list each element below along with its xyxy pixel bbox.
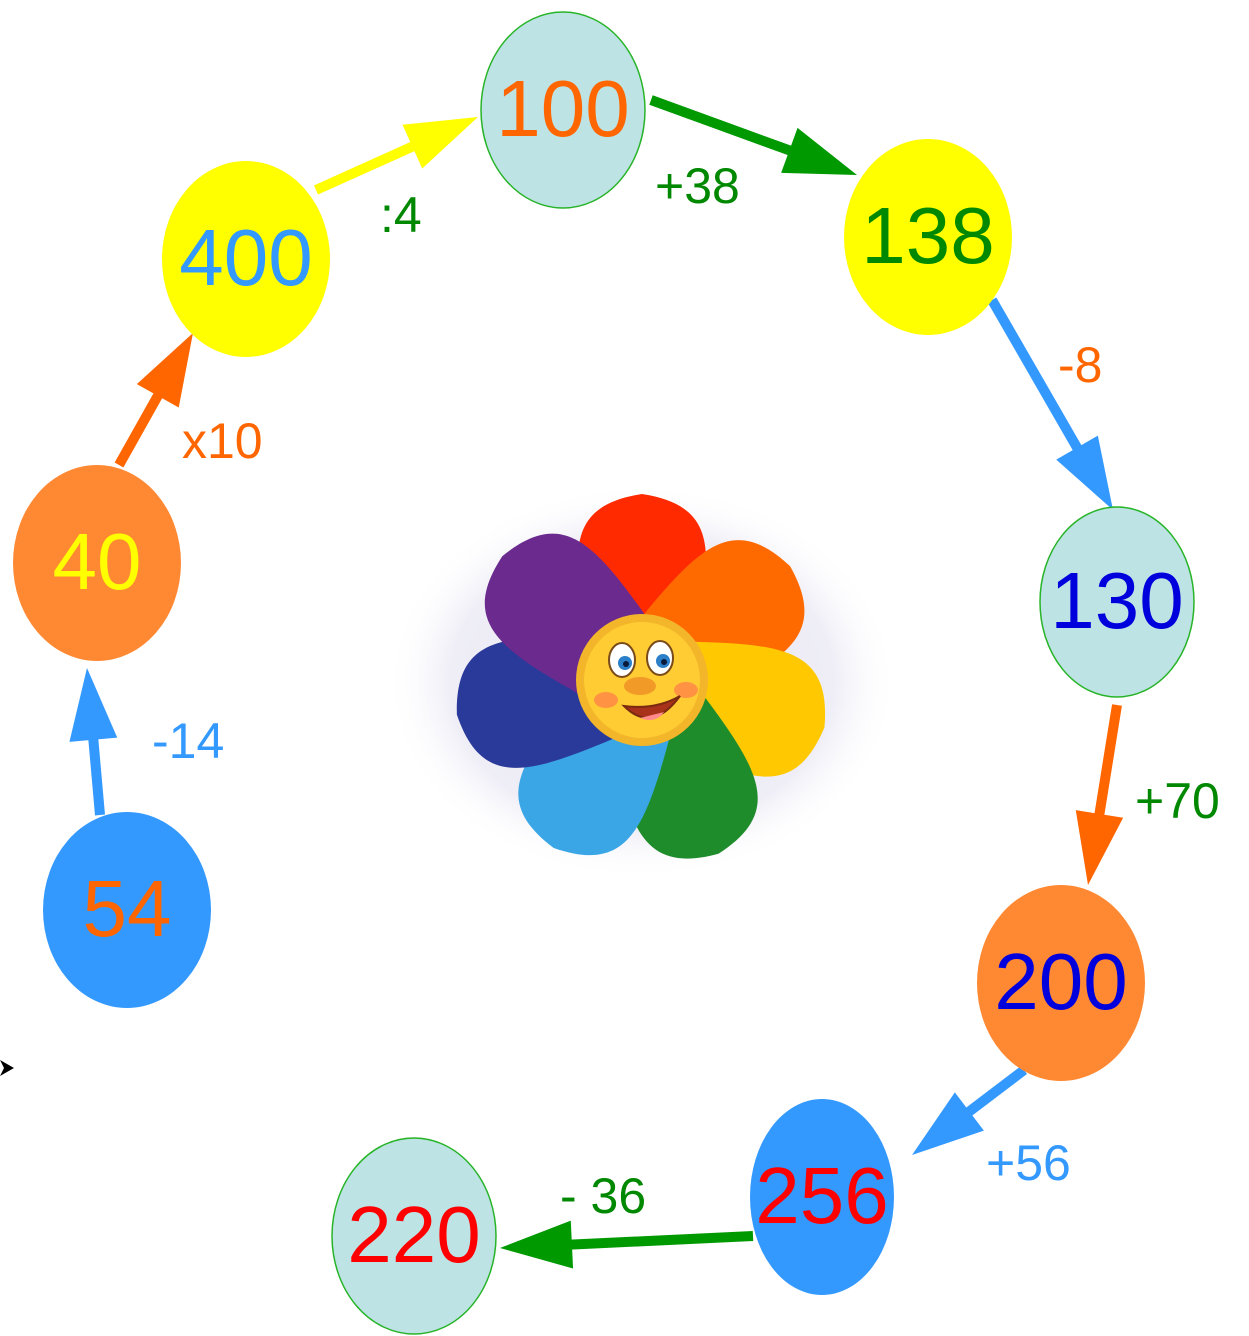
connector-arrow — [649, 95, 857, 175]
number-node-138: 138 — [844, 139, 1012, 335]
operation-label: +70 — [1135, 773, 1220, 829]
node-value: 130 — [1050, 556, 1183, 645]
node-value: 100 — [496, 64, 629, 153]
operation-label: +56 — [986, 1135, 1071, 1191]
smiling-flower-icon — [386, 484, 898, 880]
arrow-head — [402, 117, 478, 169]
operation-label: x10 — [182, 413, 263, 469]
node-layer: 54 40 400 100 138 130 200 256 220 — [13, 11, 1195, 1335]
node-circle — [480, 11, 646, 209]
arrow-head — [1075, 810, 1124, 885]
nose — [624, 677, 656, 695]
node-circle — [43, 812, 211, 1008]
number-node-100: 100 — [480, 11, 646, 209]
connector-arrow — [500, 1220, 754, 1269]
arrow-shaft — [649, 95, 795, 157]
arrow-shaft — [313, 140, 419, 195]
node-circle — [1039, 506, 1195, 698]
node-circle — [331, 1137, 497, 1335]
node-circle — [13, 465, 181, 661]
cheek — [594, 692, 618, 708]
arrow-head — [781, 127, 857, 175]
operation-label: -14 — [152, 713, 224, 769]
arrow-shaft — [1093, 704, 1122, 819]
arrow-layer — [69, 95, 1124, 1269]
connector-arrow — [987, 297, 1113, 510]
arrow-shaft — [114, 389, 165, 468]
connector-arrow — [313, 117, 478, 195]
arrow-head — [500, 1220, 574, 1269]
number-node-220: 220 — [331, 1137, 497, 1335]
operation-label: -8 — [1058, 337, 1102, 393]
connector-arrow — [114, 333, 193, 468]
arrow-shaft — [987, 297, 1084, 454]
node-value: 220 — [347, 1190, 480, 1279]
node-value: 40 — [53, 517, 142, 606]
tongue — [640, 712, 664, 720]
pupil-center — [661, 659, 667, 665]
arrow-head — [136, 333, 193, 408]
arrow-head — [69, 668, 118, 742]
node-value: 400 — [179, 213, 312, 302]
node-circle — [750, 1099, 894, 1295]
operation-label: - 36 — [560, 1168, 646, 1224]
operation-label-layer: -14 x10 :4 +38 -8 +70 +56 - 36 — [152, 158, 1220, 1224]
cheek — [674, 682, 698, 698]
connector-arrow — [1075, 704, 1124, 885]
number-node-200: 200 — [977, 885, 1145, 1081]
arrow-shaft — [963, 1066, 1028, 1118]
node-value: 54 — [83, 864, 172, 953]
number-node-40: 40 — [13, 465, 181, 661]
arrow-shaft — [567, 1231, 754, 1250]
operation-label: :4 — [380, 187, 422, 243]
node-value: 256 — [755, 1151, 888, 1240]
node-circle — [977, 885, 1145, 1081]
pointer-arrow-icon — [0, 1060, 14, 1076]
mouth — [621, 695, 681, 719]
number-node-400: 400 — [162, 161, 330, 357]
arrow-head — [912, 1092, 984, 1155]
number-node-54: 54 — [43, 812, 211, 1008]
node-circle — [844, 139, 1012, 335]
number-node-130: 130 — [1039, 506, 1195, 698]
operation-label: +38 — [655, 158, 740, 214]
connector-arrow — [912, 1066, 1028, 1155]
arrow-shaft — [88, 735, 105, 816]
node-value: 200 — [994, 937, 1127, 1026]
arrow-head — [1056, 435, 1113, 510]
number-node-256: 256 — [750, 1099, 894, 1295]
node-value: 138 — [861, 191, 994, 280]
node-circle — [162, 161, 330, 357]
pupil-center — [623, 661, 629, 667]
connector-arrow — [69, 668, 118, 816]
